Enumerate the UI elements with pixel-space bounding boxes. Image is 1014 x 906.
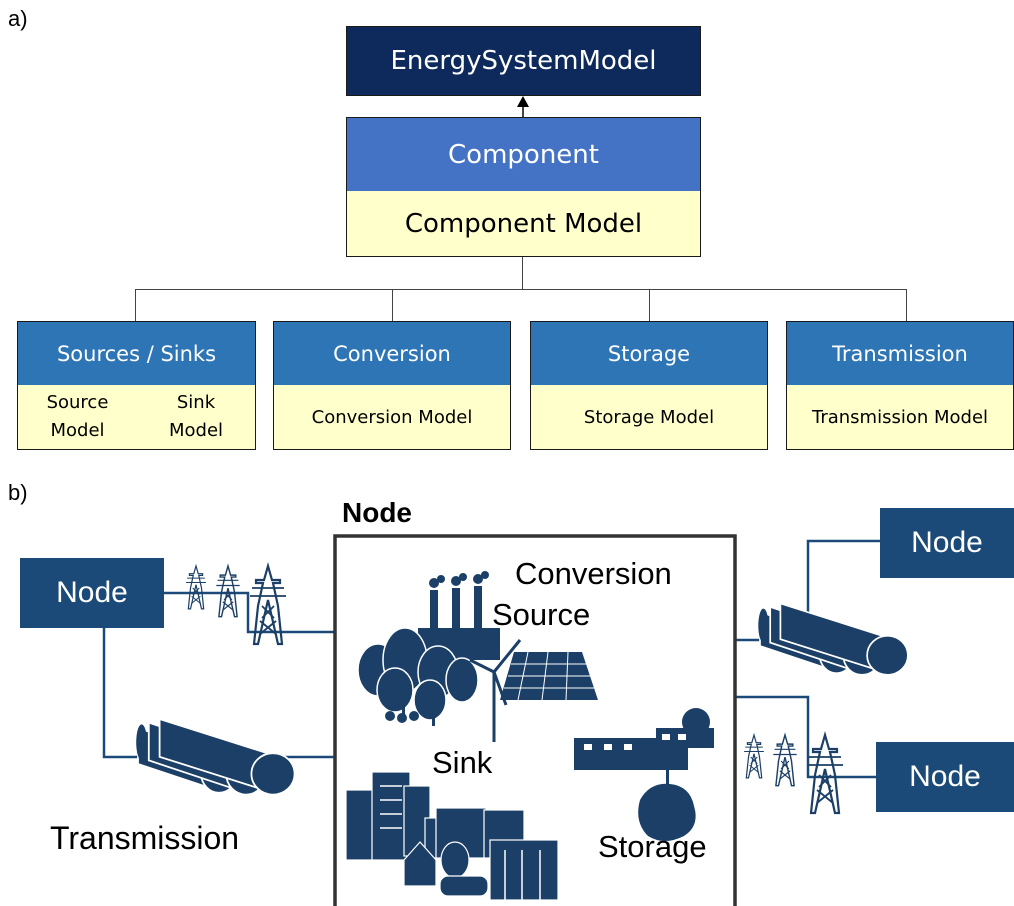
conversion-box: Conversion Conversion Model: [273, 321, 511, 450]
conversion-model-label: Conversion Model: [274, 385, 510, 449]
energy-system-model-label: EnergySystemModel: [390, 46, 657, 76]
node-right-top: Node: [880, 508, 1014, 578]
tree-branch-conversion: [392, 289, 393, 322]
panel-a-label: a): [8, 6, 28, 31]
panel-b-label: b): [8, 480, 28, 505]
source-label: Source: [492, 597, 591, 632]
storage-title: Storage: [531, 322, 767, 386]
tree-trunk: [522, 257, 523, 289]
storage-box: Storage Storage Model: [530, 321, 768, 450]
node-right-bottom: Node: [876, 742, 1014, 812]
tree-branch-storage: [649, 289, 650, 322]
conversion-title: Conversion: [274, 322, 510, 386]
center-node-title: Node: [342, 497, 412, 528]
component-model-label: Component Model: [347, 191, 700, 256]
transmission-model-label: Transmission Model: [787, 385, 1013, 449]
energy-system-model-box: EnergySystemModel: [346, 26, 701, 96]
component-title: Component: [347, 118, 700, 192]
transmission-title: Transmission: [787, 322, 1013, 386]
component-box: Component Component Model: [346, 117, 701, 257]
sink-model-label: Sink Model: [137, 385, 255, 449]
transmission-box: Transmission Transmission Model: [786, 321, 1014, 450]
tree-bar: [135, 289, 907, 290]
transmission-label: Transmission: [50, 820, 240, 856]
source-model-label: Source Model: [18, 385, 138, 449]
storage-model-label: Storage Model: [531, 385, 767, 449]
node-left: Node: [20, 558, 164, 628]
sources-sinks-box: Sources / Sinks Source Model Sink Model: [17, 321, 256, 450]
conversion-label: Conversion: [515, 556, 672, 591]
sink-label: Sink: [432, 745, 493, 780]
storage-label: Storage: [598, 829, 707, 864]
tree-branch-sources: [135, 289, 136, 322]
inheritance-line: [522, 104, 524, 118]
tree-branch-transmission: [906, 289, 907, 322]
